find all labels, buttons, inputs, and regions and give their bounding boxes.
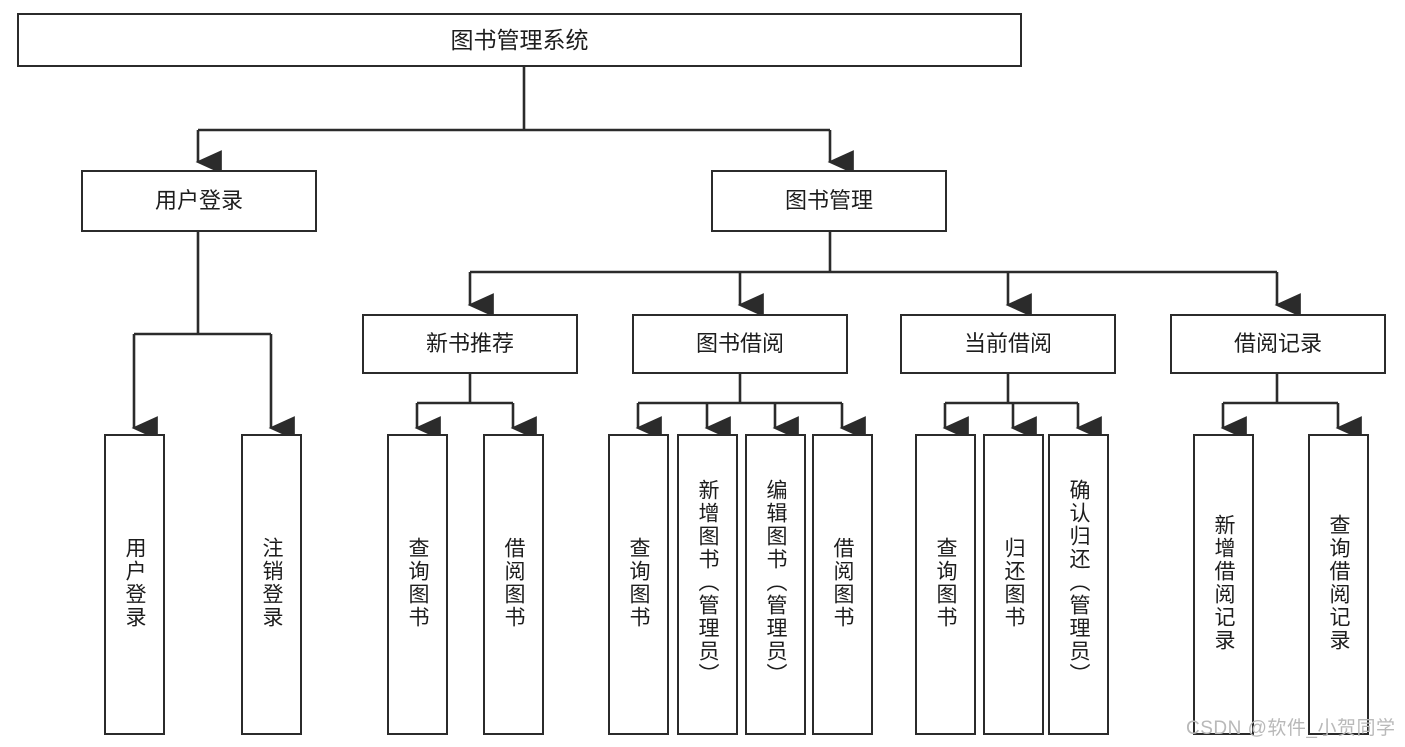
node-borrow-record[interactable]: 借阅记录 [1170, 314, 1386, 374]
leaf-logout-label: 注销登录 [260, 537, 283, 629]
leaf-query-books-2-label: 查询图书 [627, 537, 650, 629]
leaf-add-book-label: 新增图书（管理员） [696, 479, 719, 686]
node-book-borrow-label: 图书借阅 [695, 331, 784, 357]
leaf-borrow-books-2-label: 借阅图书 [831, 537, 854, 629]
leaf-edit-book[interactable]: 编辑图书（管理员） [745, 434, 806, 735]
leaf-query-books-1[interactable]: 查询图书 [387, 434, 448, 735]
node-root[interactable]: 图书管理系统 [17, 13, 1022, 67]
leaf-query-record[interactable]: 查询借阅记录 [1308, 434, 1369, 735]
leaf-query-record-label: 查询借阅记录 [1327, 514, 1350, 652]
leaf-borrow-books-2[interactable]: 借阅图书 [812, 434, 873, 735]
leaf-query-books-1-label: 查询图书 [406, 537, 429, 629]
leaf-return-book[interactable]: 归还图书 [983, 434, 1044, 735]
leaf-add-book[interactable]: 新增图书（管理员） [677, 434, 738, 735]
node-borrow-record-label: 借阅记录 [1233, 331, 1322, 357]
leaf-user-login-label: 用户登录 [123, 537, 146, 629]
node-book-management-label: 图书管理 [784, 188, 873, 214]
leaf-add-record[interactable]: 新增借阅记录 [1193, 434, 1254, 735]
node-user-login-label: 用户登录 [154, 188, 243, 214]
node-root-label: 图书管理系统 [450, 26, 589, 53]
leaf-edit-book-label: 编辑图书（管理员） [764, 479, 787, 686]
node-new-book-recommend[interactable]: 新书推荐 [362, 314, 578, 374]
leaf-borrow-books-1[interactable]: 借阅图书 [483, 434, 544, 735]
leaf-confirm-return[interactable]: 确认归还（管理员） [1048, 434, 1109, 735]
leaf-user-login[interactable]: 用户登录 [104, 434, 165, 735]
leaf-query-books-2[interactable]: 查询图书 [608, 434, 669, 735]
leaf-logout[interactable]: 注销登录 [241, 434, 302, 735]
node-book-management[interactable]: 图书管理 [711, 170, 947, 232]
leaf-borrow-books-1-label: 借阅图书 [502, 537, 525, 629]
node-book-borrow[interactable]: 图书借阅 [632, 314, 848, 374]
node-current-borrow[interactable]: 当前借阅 [900, 314, 1116, 374]
leaf-query-books-3-label: 查询图书 [934, 537, 957, 629]
leaf-query-books-3[interactable]: 查询图书 [915, 434, 976, 735]
node-current-borrow-label: 当前借阅 [963, 331, 1052, 357]
node-user-login[interactable]: 用户登录 [81, 170, 317, 232]
watermark: CSDN @软件_小贺同学 [1186, 718, 1396, 739]
leaf-return-book-label: 归还图书 [1002, 537, 1025, 629]
leaf-confirm-return-label: 确认归还（管理员） [1067, 479, 1090, 686]
leaf-add-record-label: 新增借阅记录 [1212, 514, 1235, 652]
node-new-book-recommend-label: 新书推荐 [425, 331, 514, 357]
